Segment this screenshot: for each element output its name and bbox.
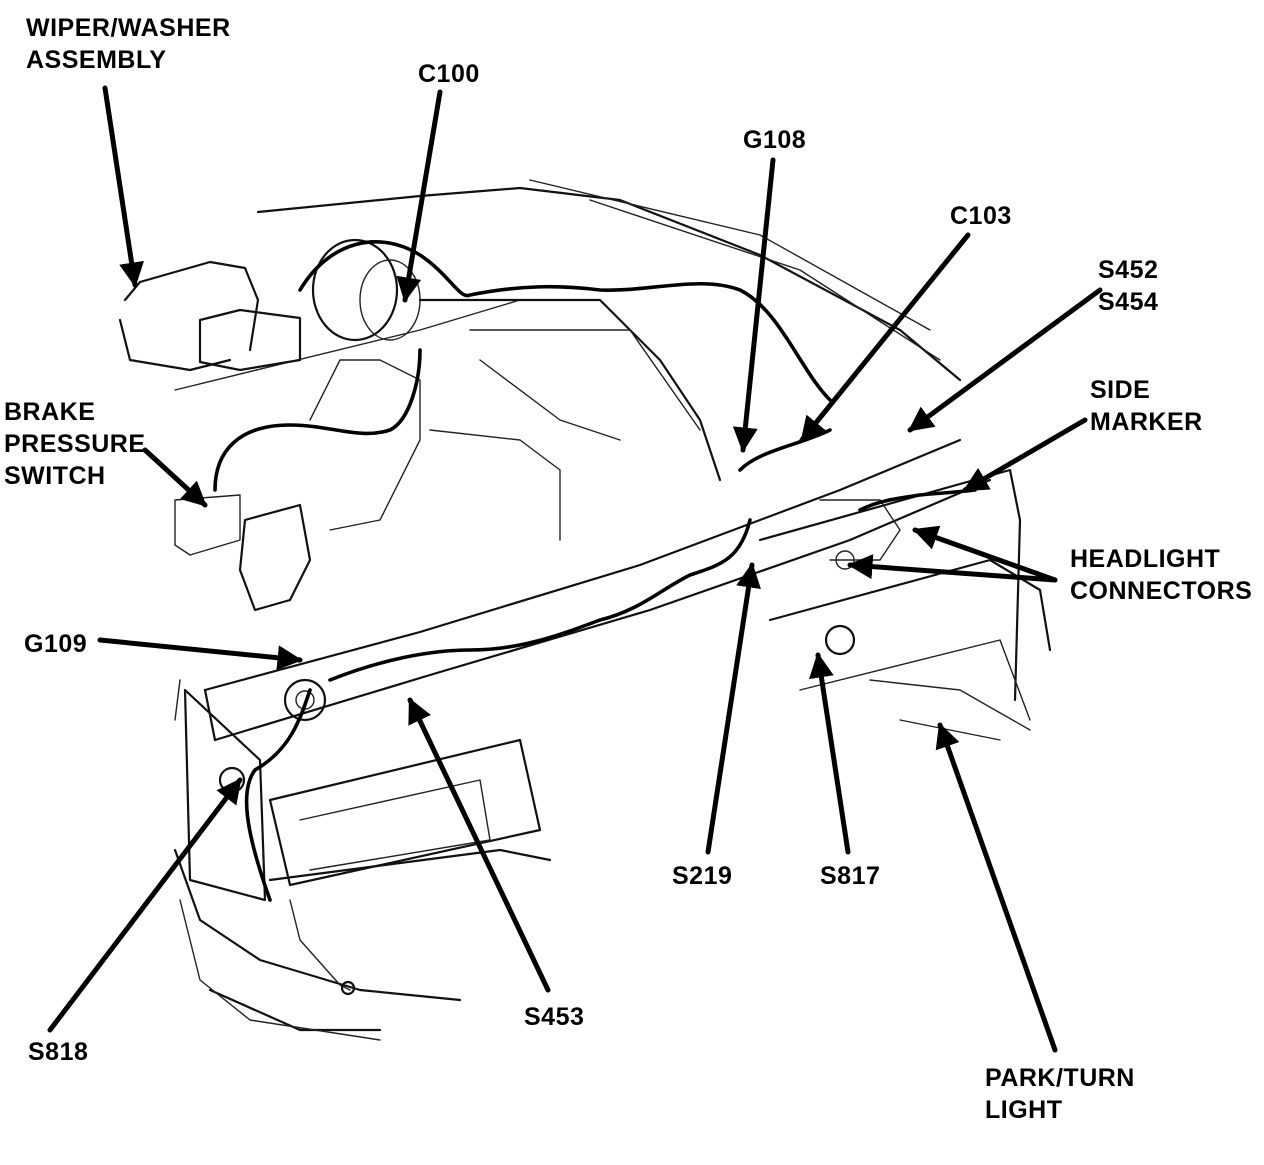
label-side-marker: SIDE MARKER	[1090, 376, 1203, 436]
label-s817: S817	[820, 862, 881, 890]
label-s219: S219	[672, 862, 733, 890]
arrow-brake-pressure	[142, 447, 208, 508]
engine-compartment-outline	[118, 179, 1052, 1041]
label-g108: G108	[743, 126, 807, 154]
arrow-headlight-b	[847, 554, 1058, 583]
label-s818: S818	[28, 1038, 89, 1066]
arrow-g108	[732, 157, 776, 453]
label-s453: S453	[524, 1003, 585, 1031]
label-park-turn-light: PARK/TURN LIGHT	[985, 1064, 1135, 1124]
arrow-s453	[407, 697, 551, 993]
arrow-c100	[396, 89, 443, 303]
arrow-wiper-washer	[102, 85, 144, 288]
label-brake-pressure-switch: BRAKE PRESSURE SWITCH	[4, 398, 146, 490]
arrow-headlight-a	[912, 525, 1058, 583]
wiring-harness	[213, 240, 977, 902]
label-headlight-connectors: HEADLIGHT CONNECTORS	[1070, 545, 1253, 605]
arrow-s219	[705, 562, 761, 855]
label-g109: G109	[24, 630, 88, 658]
arrow-s818	[47, 777, 243, 1033]
arrow-side-marker	[962, 417, 1088, 493]
arrow-park-turn	[935, 722, 1058, 1053]
arrow-g109	[97, 637, 303, 671]
callout-arrows	[47, 85, 1103, 1053]
label-wiper-washer-assembly: WIPER/WASHER ASSEMBLY	[26, 14, 231, 74]
label-c100: C100	[418, 60, 480, 88]
label-c103: C103	[950, 202, 1012, 230]
arrow-c103	[799, 232, 971, 443]
arrow-s817	[809, 652, 851, 855]
arrow-s452-s454	[907, 287, 1103, 433]
label-s452-s454: S452 S454	[1098, 256, 1159, 316]
